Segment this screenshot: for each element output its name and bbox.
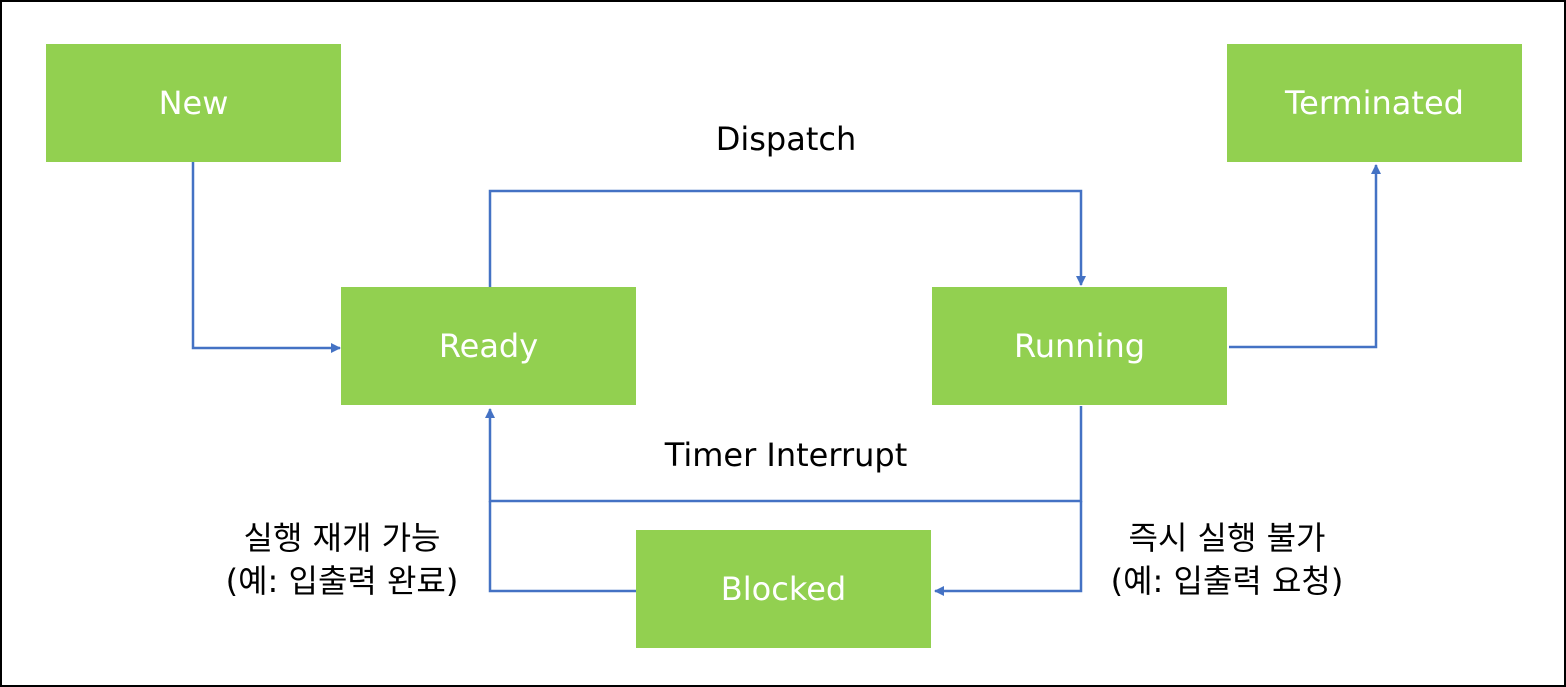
state-terminated: Terminated <box>1227 44 1522 162</box>
resume-label: 실행 재개 가능 (예: 입출력 완료) <box>192 517 492 603</box>
block-label-line2: (예: 입출력 요청) <box>1110 562 1344 600</box>
state-ready: Ready <box>341 287 636 405</box>
resume-label-line2: (예: 입출력 완료) <box>225 562 459 600</box>
resume-label-line1: 실행 재개 가능 <box>243 519 441 557</box>
edge-blocked-to-ready <box>488 501 637 593</box>
state-running: Running <box>932 287 1227 405</box>
block-label-line1: 즉시 실행 불가 <box>1128 519 1326 557</box>
edge-running-to-terminated <box>1229 164 1381 349</box>
edge-running-to-blocked <box>934 501 1083 596</box>
state-new: New <box>46 44 341 162</box>
dispatch-label: Dispatch <box>715 120 857 158</box>
timer-interrupt-label: Timer Interrupt <box>664 436 908 474</box>
edge-dispatch <box>488 189 1086 288</box>
edge-timer-interrupt <box>485 406 1083 503</box>
block-label: 즉시 실행 불가 (예: 입출력 요청) <box>1077 517 1377 603</box>
edge-new-to-ready <box>191 162 341 353</box>
state-blocked: Blocked <box>636 530 931 648</box>
